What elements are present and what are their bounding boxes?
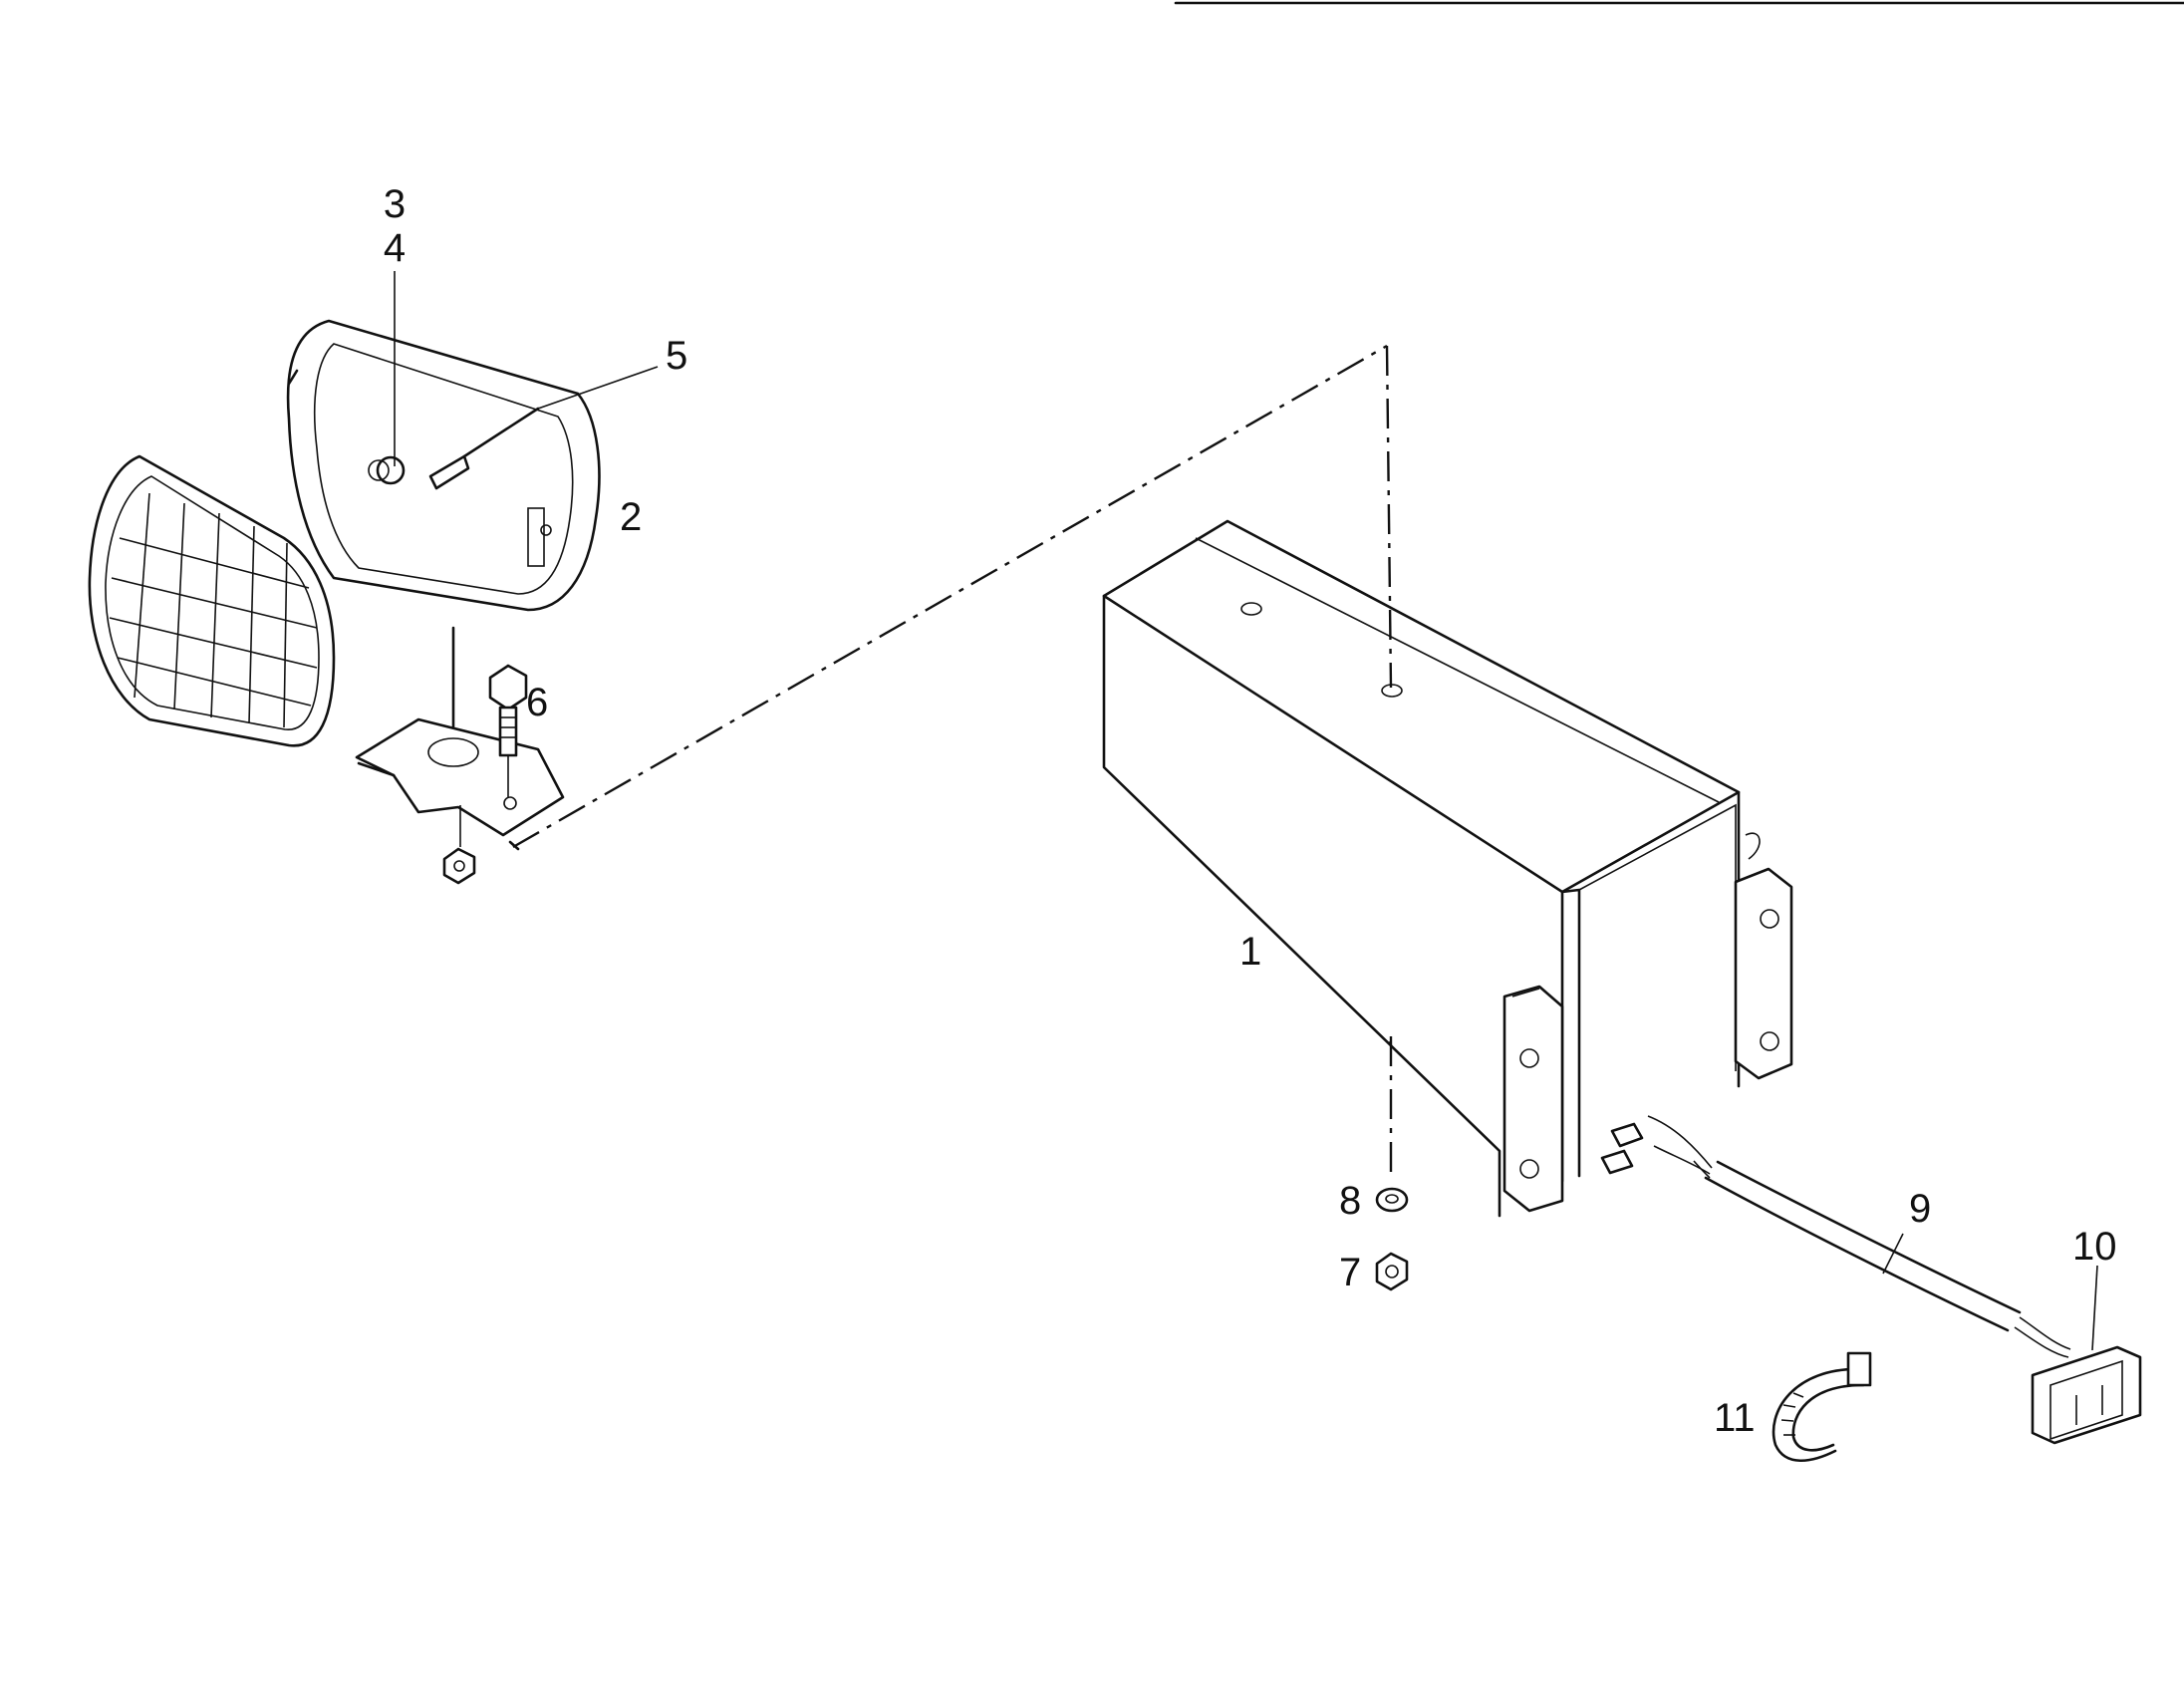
bulb-socket bbox=[428, 407, 540, 490]
callout-7: 7 bbox=[1339, 1251, 1361, 1294]
callout-6: 6 bbox=[526, 681, 548, 724]
headlight-housing bbox=[286, 319, 601, 612]
callout-10: 10 bbox=[2072, 1225, 2117, 1269]
callout-3: 3 bbox=[384, 182, 406, 226]
bulb bbox=[368, 455, 406, 485]
leader-lines bbox=[394, 271, 2098, 1351]
headlight-lens bbox=[88, 454, 336, 747]
callout-9: 9 bbox=[1909, 1187, 1931, 1231]
callout-1: 1 bbox=[1239, 930, 1261, 974]
lamp-nut bbox=[442, 805, 476, 885]
callout-2: 2 bbox=[620, 495, 642, 539]
cable-tie bbox=[1772, 1351, 1872, 1462]
switch bbox=[2031, 1345, 2142, 1445]
callout-11: 11 bbox=[1714, 1396, 1756, 1440]
mounting-bracket bbox=[1102, 519, 1793, 1218]
callout-5: 5 bbox=[666, 334, 687, 378]
nut bbox=[1375, 1252, 1409, 1291]
bolt bbox=[488, 664, 528, 797]
assembly-centerlines bbox=[508, 344, 1393, 1176]
callout-4: 4 bbox=[384, 226, 406, 270]
callouts: 3 4 5 2 6 1 8 7 9 10 11 bbox=[384, 182, 2117, 1440]
washer bbox=[1375, 1187, 1409, 1213]
callout-8: 8 bbox=[1339, 1179, 1361, 1223]
wiring-harness bbox=[1600, 1115, 2071, 1358]
